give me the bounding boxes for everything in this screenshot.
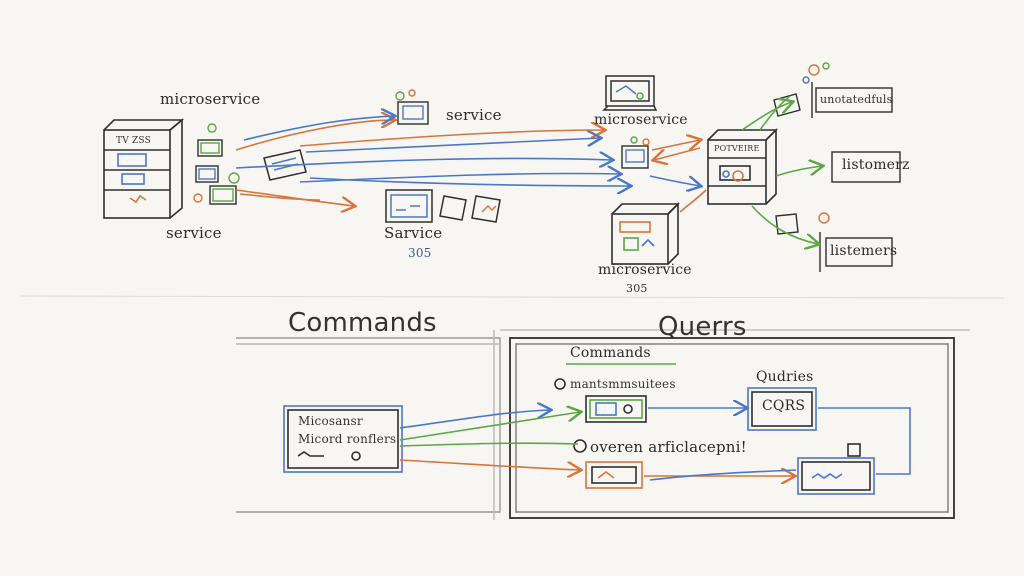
left-server-rack [103, 118, 185, 219]
title-commands: Commands [288, 308, 437, 338]
left-device-cluster [193, 123, 240, 205]
label-listeners-top: listomerz [842, 157, 910, 173]
read-model-box [797, 443, 875, 495]
top-right-microservice-icon [602, 75, 658, 111]
command-box-line1: Micosansr [298, 414, 363, 428]
label-microservice-right-bottom: microservice [598, 262, 692, 278]
label-number-right: 305 [626, 282, 648, 295]
label-cqrs: CQRS [762, 398, 806, 414]
label-microservice-left: microservice [160, 90, 261, 108]
label-queries: Qudries [756, 369, 814, 385]
middle-small-device [621, 136, 650, 169]
right-server-text: POTVEIRE [714, 144, 760, 153]
label-notifications: unotatedfuls [820, 93, 893, 106]
title-queries: Querrs [658, 312, 747, 342]
event-card [573, 439, 643, 489]
top-arrows [235, 95, 822, 244]
command-box-line2: Micord ronflers [298, 432, 397, 446]
section-divider [19, 295, 1005, 299]
left-server-text: TV ZSS [116, 136, 151, 146]
subtitle-commands: Commands [570, 345, 651, 361]
label-service-top: service [446, 106, 502, 124]
service-top-icon [395, 89, 429, 125]
bottom-arrows [399, 408, 911, 480]
middle-service-monitor [385, 189, 501, 223]
bottom-microservice-box [611, 202, 680, 265]
command-handler-card [554, 378, 647, 423]
label-service-middle: Sarvice [384, 224, 443, 242]
label-number-middle: 305 [408, 246, 432, 260]
label-microservice-right-top: microservice [594, 112, 688, 128]
right-server-rack [707, 128, 778, 205]
item1-text: mantsmmsuitees [570, 377, 676, 391]
label-service-left: service [166, 224, 222, 242]
item2-text: overen arficlacepni! [590, 438, 747, 456]
label-listeners-bottom: listemers [830, 243, 898, 259]
